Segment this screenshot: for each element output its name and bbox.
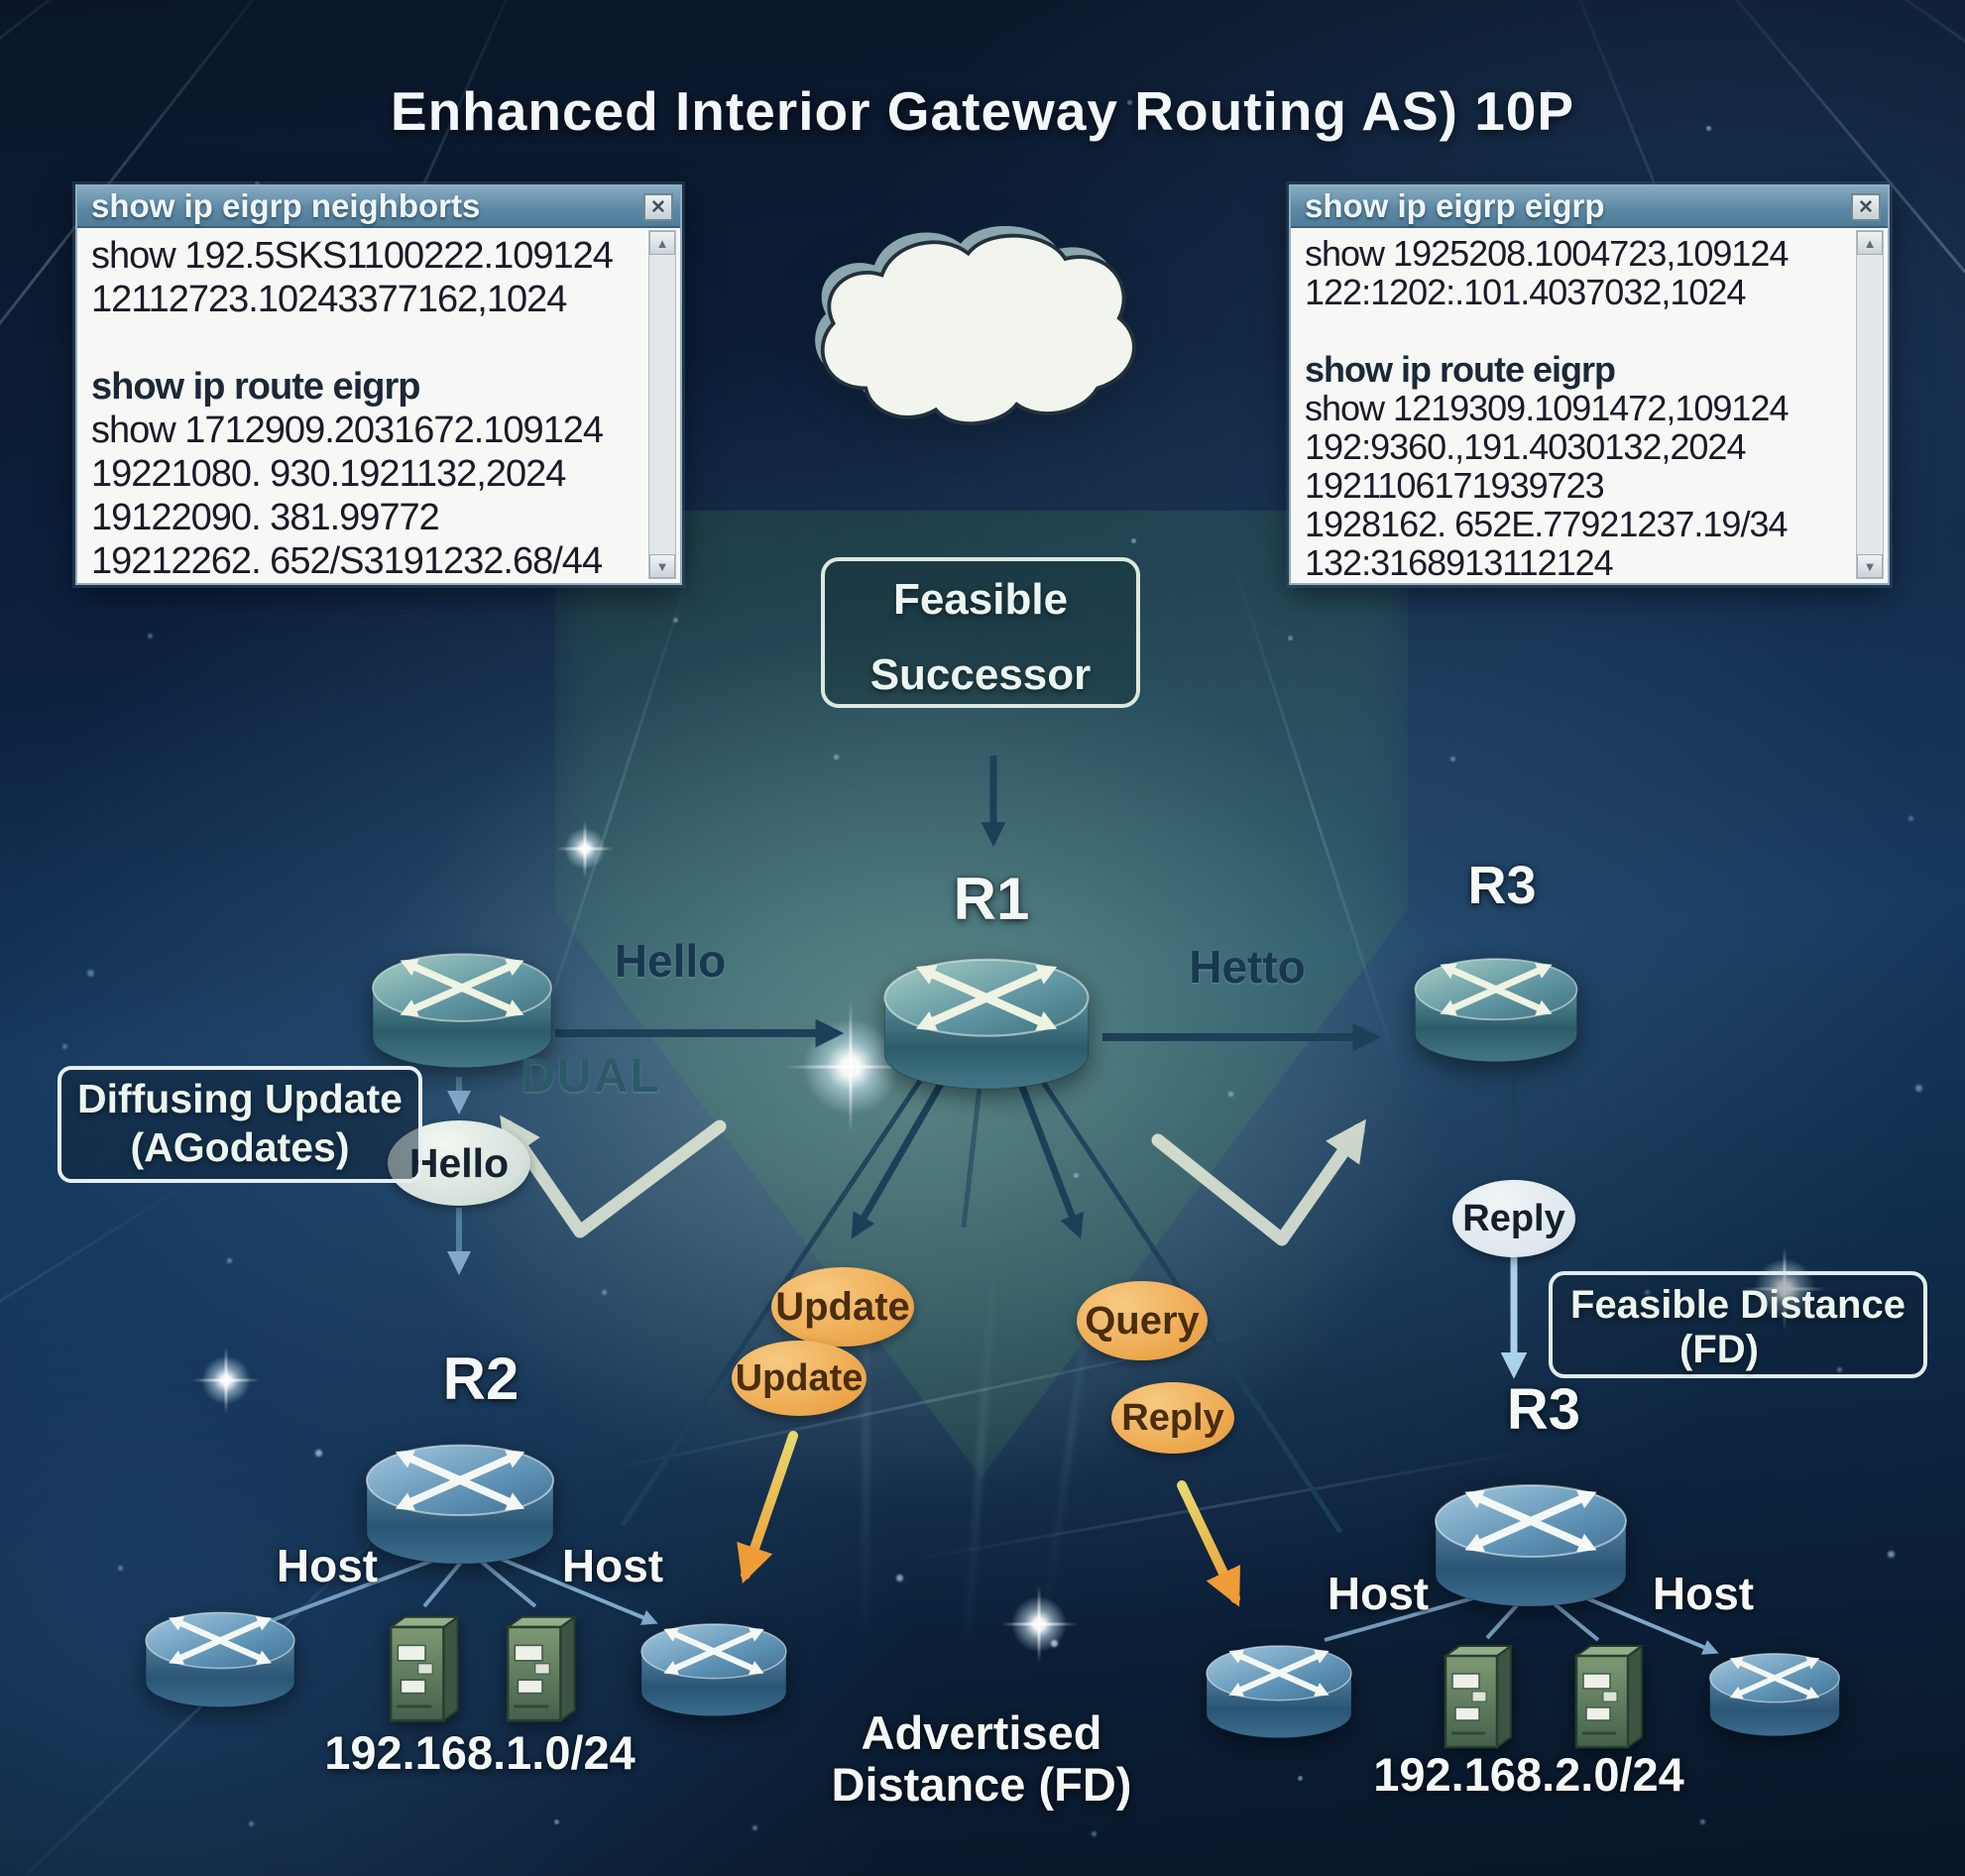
host-label: Host xyxy=(1652,1568,1755,1619)
terminal-line: 132:3168913112124 xyxy=(1305,542,1614,579)
feasible-distance-line1: Feasible Distance xyxy=(1570,1283,1906,1327)
feasible-distance-box: Feasible Distance (FD) xyxy=(1549,1271,1927,1378)
hetto-link-label: Hetto xyxy=(1189,941,1306,993)
diffusing-update-box: Diffusing Update (AGodates) xyxy=(58,1066,422,1183)
host-router-icon xyxy=(638,1604,789,1725)
star-glint xyxy=(561,825,609,873)
terminal-line: 12112723.10243377162,1024 xyxy=(91,279,567,320)
terminal-right-output: show 1925208.1004723,109124 122:1202:.10… xyxy=(1295,230,1852,579)
terminal-line: 19212262. 652/S3191232.68/44 xyxy=(91,540,603,579)
close-icon[interactable]: ✕ xyxy=(1851,193,1881,221)
terminal-right-title: show ip eigrp eigrp xyxy=(1305,187,1605,224)
router-r1-icon xyxy=(880,932,1093,1102)
terminal-line: 19122090. 381.99772 xyxy=(91,497,440,538)
terminal-line xyxy=(91,321,640,365)
advertised-distance-caption: Advertised Distance (FD) xyxy=(813,1707,1150,1811)
router-r3-top-icon xyxy=(1412,937,1580,1072)
terminal-right-titlebar[interactable]: show ip eigrp eigrp xyxy=(1291,186,1888,228)
update-bubble-2: Update xyxy=(732,1341,867,1416)
reply-bubble: Reply xyxy=(1452,1180,1575,1257)
feasible-successor-line1: Feasible xyxy=(892,575,1069,624)
feasible-successor-line2: Successor xyxy=(869,650,1092,699)
host-label: Host xyxy=(1327,1568,1430,1619)
scroll-down-icon[interactable]: ▼ xyxy=(649,554,675,578)
terminal-line xyxy=(1305,311,1848,350)
background-particles xyxy=(0,0,3,3)
terminal-line: show ip route eigrp xyxy=(91,366,420,408)
network-label-left: 192.168.1.0/24 xyxy=(324,1726,636,1779)
star-glint xyxy=(1750,1254,1819,1324)
terminal-line: 1921106171939723 xyxy=(1305,465,1605,506)
cloud-icon xyxy=(815,226,1136,425)
terminal-line: show 1712909.2031672.109124 xyxy=(91,410,604,451)
diffusing-update-line2: (AGodates) xyxy=(130,1124,350,1170)
r1-label: R1 xyxy=(953,866,1030,932)
scroll-down-icon[interactable]: ▼ xyxy=(1857,554,1883,578)
scroll-up-icon[interactable]: ▲ xyxy=(649,231,675,255)
star-glint xyxy=(1007,1592,1071,1656)
terminal-left-titlebar[interactable]: show ip eigrp neighborts xyxy=(77,186,680,228)
dual-label: DUAL xyxy=(520,1050,661,1103)
server-icon xyxy=(385,1612,466,1727)
terminal-line: 1928162. 652E.77921237.19/34 xyxy=(1305,504,1789,544)
server-icon xyxy=(502,1612,583,1727)
scrollbar[interactable]: ▲ ▼ xyxy=(648,230,676,579)
scrollbar[interactable]: ▲ ▼ xyxy=(1856,230,1884,579)
query-bubble: Query xyxy=(1077,1281,1208,1360)
r3-top-label: R3 xyxy=(1467,856,1537,915)
terminal-window-right: show ip eigrp eigrp ✕ show 1925208.10047… xyxy=(1289,184,1890,585)
diffusing-update-line1: Diffusing Update xyxy=(77,1076,403,1121)
terminal-line: show 192.5SKS1100222.109124 xyxy=(91,235,614,277)
terminal-line: show 1219309.1091472,109124 xyxy=(1305,388,1789,428)
feasible-successor-box: Feasible Successor xyxy=(821,557,1140,708)
network-label-right: 192.168.2.0/24 xyxy=(1373,1748,1684,1801)
hello-link-label: Hello xyxy=(614,935,727,987)
host-label: Host xyxy=(276,1540,379,1591)
terminal-line: 122:1202:.101.4037032,1024 xyxy=(1305,272,1746,312)
terminal-line: 19221080. 930.1921132,2024 xyxy=(91,453,566,495)
advertised-line1: Advertised xyxy=(861,1706,1102,1759)
terminal-line: 192:9360.,191.4030132,2024 xyxy=(1305,426,1746,467)
terminal-line: show 1925208.1004723,109124 xyxy=(1305,233,1789,274)
server-icon xyxy=(1440,1642,1519,1753)
close-icon[interactable]: ✕ xyxy=(643,193,673,221)
terminal-left-output: show 192.5SKS1100222.109124 12112723.102… xyxy=(81,230,644,579)
scroll-up-icon[interactable]: ▲ xyxy=(1857,231,1883,255)
reply-orange-bubble: Reply xyxy=(1111,1382,1234,1454)
dual-zigzag-arrow-left xyxy=(500,1114,727,1238)
terminal-left-title: show ip eigrp neighborts xyxy=(91,187,481,224)
host-router-icon xyxy=(1707,1636,1842,1744)
host-router-icon xyxy=(1204,1626,1354,1747)
terminal-window-left: show ip eigrp neighborts ✕ show 192.5SKS… xyxy=(75,184,682,585)
orange-update-arrow xyxy=(737,1431,798,1583)
advertised-line2: Distance (FD) xyxy=(831,1758,1132,1811)
page-title: Enhanced Interior Gateway Routing AS) 10… xyxy=(390,80,1575,142)
router-r3-bottom-icon xyxy=(1432,1460,1630,1618)
r3-bottom-label: R3 xyxy=(1506,1377,1581,1442)
star-glint xyxy=(198,1352,254,1408)
host-label: Host xyxy=(561,1540,664,1591)
r2-label: R2 xyxy=(442,1346,520,1412)
server-icon xyxy=(1570,1642,1650,1753)
light-streak xyxy=(0,1168,211,1634)
feasible-distance-line2: (FD) xyxy=(1679,1328,1759,1371)
update-bubble-1: Update xyxy=(771,1267,914,1347)
host-router-icon xyxy=(143,1592,297,1716)
terminal-line: show ip route eigrp xyxy=(1305,349,1616,390)
